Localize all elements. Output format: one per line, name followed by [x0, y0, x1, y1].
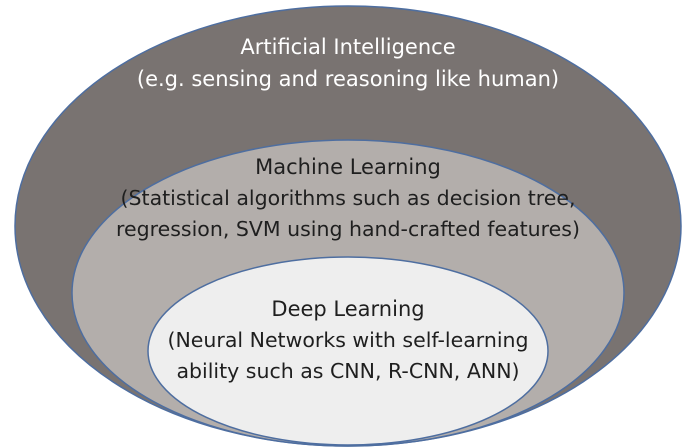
dl-title: Deep Learning: [271, 297, 424, 321]
dl-ellipse: [147, 256, 549, 446]
ml-title: Machine Learning: [255, 155, 441, 179]
ai-title: Artificial Intelligence: [240, 35, 455, 59]
ml-description-line2: regression, SVM using hand-crafted featu…: [116, 217, 580, 241]
ml-description-line1: (Statistical algorithms such as decision…: [121, 186, 576, 210]
dl-description-line1: (Neural Networks with self-learning: [167, 328, 528, 352]
ai-description: (e.g. sensing and reasoning like human): [137, 67, 559, 91]
dl-description-line2: ability such as CNN, R-CNN, ANN): [176, 359, 519, 383]
